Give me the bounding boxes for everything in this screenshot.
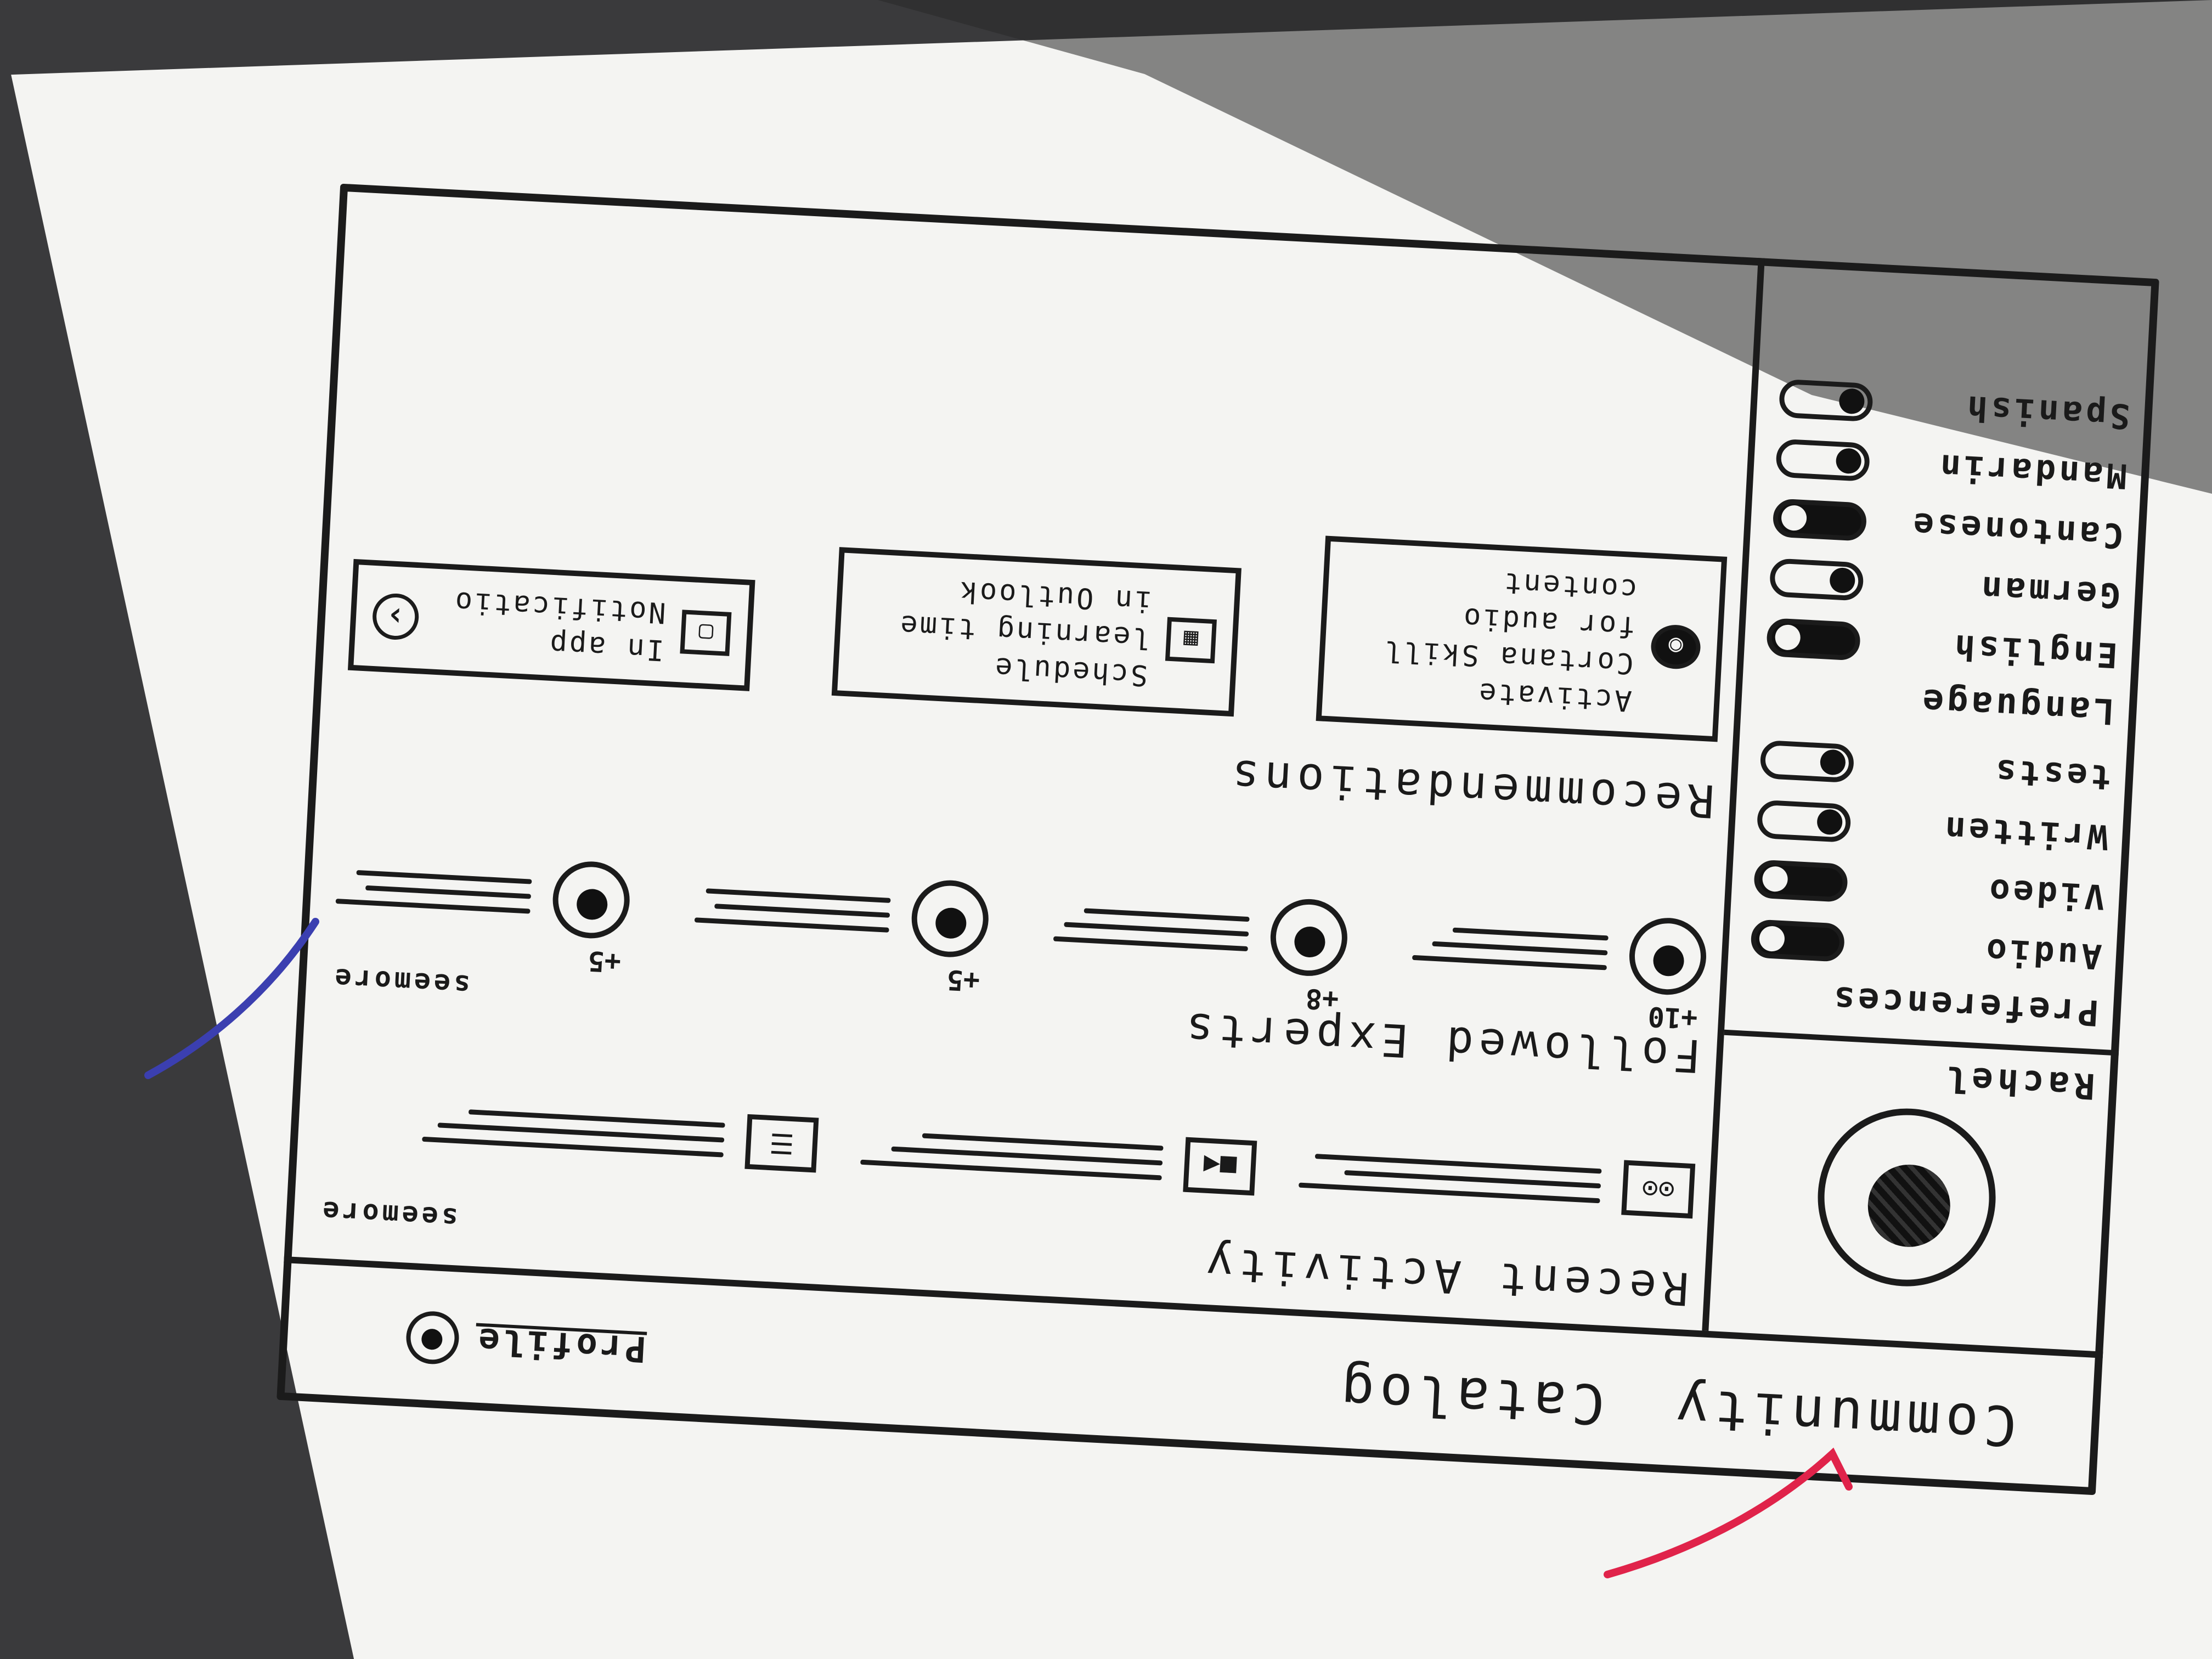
user-card: Rachel bbox=[1708, 1029, 2119, 1352]
followed-experts-section: Followed Experts seemore +10 +8 +5 bbox=[330, 848, 1708, 1082]
sidebar: Rachel Preferences Audio Video Written t… bbox=[1702, 258, 2159, 1352]
expert-score: +5 bbox=[587, 945, 622, 979]
preferences-list: Audio Video Written tests bbox=[1728, 729, 2135, 988]
expert-score: +5 bbox=[946, 963, 981, 997]
followed-experts-title: Followed Experts bbox=[1179, 1002, 1703, 1082]
pref-label: Written bbox=[1940, 809, 2109, 857]
user-name: Rachel bbox=[1940, 1057, 2096, 1107]
profile-link[interactable]: Profile bbox=[405, 1310, 647, 1375]
recommendations-section: Recommendations ◉ Activate Cortana Skill… bbox=[343, 485, 1728, 827]
english-toggle[interactable] bbox=[1765, 618, 1861, 662]
lang-label: Spanish bbox=[1962, 388, 2131, 437]
video-toggle[interactable] bbox=[1753, 859, 1849, 903]
expert-avatar bbox=[551, 859, 632, 940]
mandarin-toggle[interactable] bbox=[1775, 438, 1871, 482]
pref-label: Audio bbox=[1982, 930, 2103, 977]
document-icon: ☰ bbox=[744, 1114, 819, 1173]
expert-avatar bbox=[1268, 897, 1350, 978]
video-icon: ■◀ bbox=[1183, 1137, 1257, 1196]
cortana-icon: ◉ bbox=[1650, 623, 1702, 670]
profile-label: Profile bbox=[474, 1319, 647, 1369]
calendar-icon: ▦ bbox=[1165, 617, 1217, 663]
activity-item[interactable]: ⊙⊙ bbox=[1298, 1143, 1696, 1219]
red-check-mark bbox=[1604, 1447, 1853, 1578]
expert-item[interactable]: +8 bbox=[1052, 886, 1350, 1016]
recommendation-text: Schedule learning time in Outlook bbox=[897, 574, 1153, 692]
recommendations-title: Recommendations bbox=[1225, 749, 1716, 827]
recent-activity-see-more-link[interactable]: seemore bbox=[318, 1195, 459, 1234]
recommendation-text: Activate Cortana Skill for audio content bbox=[1381, 566, 1639, 718]
spanish-toggle[interactable] bbox=[1778, 379, 1874, 422]
lang-label: Cantonese bbox=[1909, 505, 2125, 556]
expert-item[interactable]: +5 bbox=[335, 848, 632, 978]
recommendation-card[interactable]: ◉ Activate Cortana Skill for audio conte… bbox=[1316, 535, 1728, 742]
lang-label: Mandarin bbox=[1936, 446, 2128, 496]
notification-icon: ▢ bbox=[680, 610, 732, 657]
audio-toggle[interactable] bbox=[1750, 919, 1846, 963]
main-content: Recent Activity seemore ⊙⊙ ■◀ ☰ bbox=[318, 207, 1741, 1314]
nav-catalog[interactable]: Catalog bbox=[1334, 1358, 1607, 1437]
expert-item[interactable]: +5 bbox=[693, 867, 991, 997]
recommendation-text: In app Notificatio bbox=[452, 585, 667, 667]
expert-item[interactable]: +10 bbox=[1411, 905, 1708, 1035]
blue-check-mark bbox=[144, 918, 319, 1079]
expert-avatar bbox=[1627, 916, 1708, 997]
written-toggle[interactable] bbox=[1756, 799, 1852, 843]
pref-label: Video bbox=[1985, 871, 2106, 917]
wireframe: Community Catalog Profile Rachel Prefere… bbox=[276, 183, 2159, 1496]
expert-avatar bbox=[910, 878, 991, 960]
audio-icon: ⊙⊙ bbox=[1621, 1160, 1696, 1219]
tests-toggle[interactable] bbox=[1759, 740, 1855, 783]
chevron-right-icon[interactable]: › bbox=[371, 592, 420, 641]
recommendation-card[interactable]: ▢ In app Notificatio › bbox=[347, 558, 755, 691]
activity-item[interactable]: ☰ bbox=[421, 1097, 819, 1173]
expert-score: +8 bbox=[1305, 982, 1340, 1016]
followed-experts-see-more-link[interactable]: seemore bbox=[331, 962, 471, 1001]
language-list: English German Cantonese Mandarin Spanis… bbox=[1743, 367, 2154, 686]
pref-label: tests bbox=[1991, 751, 2113, 798]
activity-item[interactable]: ■◀ bbox=[860, 1120, 1257, 1196]
expert-score: +10 bbox=[1647, 1000, 1699, 1035]
lang-label: German bbox=[1977, 568, 2122, 616]
german-toggle[interactable] bbox=[1769, 558, 1864, 602]
cantonese-toggle[interactable] bbox=[1772, 498, 1867, 542]
profile-avatar-icon bbox=[405, 1310, 460, 1365]
user-avatar bbox=[1813, 1104, 2000, 1291]
lang-label: English bbox=[1950, 627, 2119, 676]
activity-list: ⊙⊙ ■◀ ☰ bbox=[323, 1092, 1696, 1219]
recommendation-list: ◉ Activate Cortana Skill for audio conte… bbox=[347, 485, 1728, 742]
recommendation-card[interactable]: ▦ Schedule learning time in Outlook bbox=[832, 547, 1242, 717]
